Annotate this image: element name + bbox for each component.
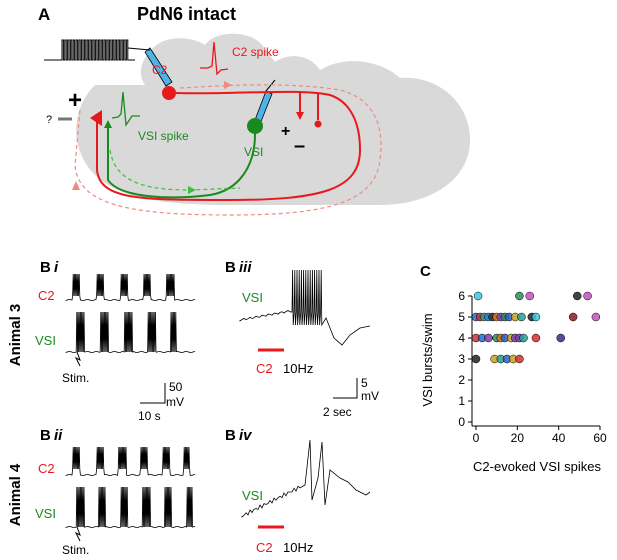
biii-vsi-label: VSI <box>242 290 263 305</box>
bi-c2-trace <box>65 273 196 301</box>
plus-sign-left: + <box>68 87 82 114</box>
ganglion-shape <box>76 33 470 205</box>
x-tick-label: 20 <box>511 431 525 445</box>
bi-scale-bar <box>140 383 166 404</box>
y-tick-label: 6 <box>458 289 465 303</box>
biv-c2-label: C2 <box>256 540 273 555</box>
y-tick-label: 3 <box>458 352 465 366</box>
scatter-point <box>484 333 493 343</box>
biii-scale-mv-unit: mV <box>361 389 379 403</box>
c2-dashed-path <box>74 84 382 216</box>
bii-stim-label: Stim. <box>62 543 89 557</box>
bi-stim-arrow <box>74 351 81 367</box>
panel-a: A PdN6 intact C2 spike C <box>38 4 470 216</box>
panel-bi-letter: B <box>40 259 51 276</box>
y-tick-label: 2 <box>458 373 465 387</box>
vsi-axon <box>107 125 256 199</box>
bi-scale-mv: 50 <box>169 380 183 394</box>
panel-a-letter: A <box>38 5 50 24</box>
scatter-point <box>556 333 565 343</box>
panel-a-title: PdN6 intact <box>137 4 236 24</box>
biii-c2-label: C2 <box>256 361 273 376</box>
animal4-label: Animal 4 <box>7 463 24 526</box>
bi-c2-label: C2 <box>38 288 55 303</box>
biv-vsi-trace <box>241 439 371 518</box>
x-tick-label: 60 <box>593 431 607 445</box>
vsi-spike-label: VSI spike <box>138 129 189 143</box>
biii-scale-bar <box>333 378 358 399</box>
y-tick-label: 0 <box>458 415 465 429</box>
y-tick-label: 4 <box>458 331 465 345</box>
chart-xlabel: C2-evoked VSI spikes <box>473 459 601 474</box>
question-mark: ? <box>46 114 52 126</box>
panel-c: C 0 20 40 60 0 1 2 3 4 5 6 VSI bursts/swim C2-evok… <box>420 263 607 474</box>
c2-soma <box>162 86 176 100</box>
panel-bii-letter: B <box>40 427 51 444</box>
vsi-label: VSI <box>244 145 263 159</box>
scatter-point <box>531 312 541 322</box>
x-tick-label: 40 <box>552 431 566 445</box>
animal3-label: Animal 3 <box>7 304 24 367</box>
plus-sign-right: + <box>281 123 290 140</box>
scatter-point <box>473 291 483 301</box>
scatter-point <box>568 312 578 322</box>
scatter-point <box>531 333 541 343</box>
biii-hz-label: 10Hz <box>283 361 313 376</box>
panel-biv-letter: B <box>225 427 236 444</box>
scatter-point <box>591 312 601 322</box>
scatter-point <box>517 312 526 322</box>
scatter-point <box>525 291 534 301</box>
bi-vsi-trace <box>65 311 196 353</box>
panel-bii-sub: ii <box>54 427 63 444</box>
vsi-dashed-path <box>109 149 241 191</box>
panel-b: Animal 3 Animal 4 B i C2 VSI Stim. 50 mV… <box>7 259 379 557</box>
stimulus-train <box>44 39 135 61</box>
y-tick-label: 5 <box>458 310 465 324</box>
panel-c-letter: C <box>420 263 431 280</box>
bi-stim-label: Stim. <box>62 371 89 385</box>
bii-vsi-trace <box>65 486 196 528</box>
panel-biii-sub: iii <box>239 259 252 276</box>
c2-spike-waveform <box>200 41 229 76</box>
chart-ylabel: VSI bursts/swim <box>420 313 435 406</box>
biii-scale-mv: 5 <box>361 376 368 390</box>
c2-synapse <box>90 110 102 126</box>
scatter-point <box>471 354 481 364</box>
biv-hz-label: 10Hz <box>283 540 313 555</box>
x-tick-label: 0 <box>473 431 480 445</box>
bii-vsi-label: VSI <box>35 506 56 521</box>
scatter-point <box>519 333 528 343</box>
scatter-chart: 0 20 40 60 0 1 2 3 4 5 6 <box>458 289 607 445</box>
c2-spike-label: C2 spike <box>232 45 279 59</box>
bii-stim-arrow <box>74 526 81 542</box>
c2-axon <box>96 90 362 202</box>
panel-bi-sub: i <box>54 259 59 276</box>
biii-vsi-trace <box>239 269 371 346</box>
scatter-point <box>515 291 524 301</box>
vsi-spike-waveform <box>111 91 140 127</box>
biv-vsi-label: VSI <box>242 488 263 503</box>
c2-label: C2 <box>152 63 168 77</box>
panel-biii-letter: B <box>225 259 236 276</box>
scatter-point <box>583 291 592 301</box>
bi-scale-mv-unit: mV <box>166 395 184 409</box>
panel-biv-sub: iv <box>239 427 253 444</box>
scatter-point <box>573 291 582 301</box>
bi-scale-time: 10 s <box>138 409 161 423</box>
bii-c2-label: C2 <box>38 461 55 476</box>
bi-vsi-label: VSI <box>35 333 56 348</box>
c2-electrode <box>144 47 173 87</box>
biii-scale-time: 2 sec <box>323 405 352 419</box>
scatter-point <box>515 354 524 364</box>
vsi-soma <box>247 118 263 134</box>
minus-sign: – <box>294 135 305 157</box>
y-tick-label: 1 <box>458 394 465 408</box>
bii-c2-trace <box>65 446 196 476</box>
